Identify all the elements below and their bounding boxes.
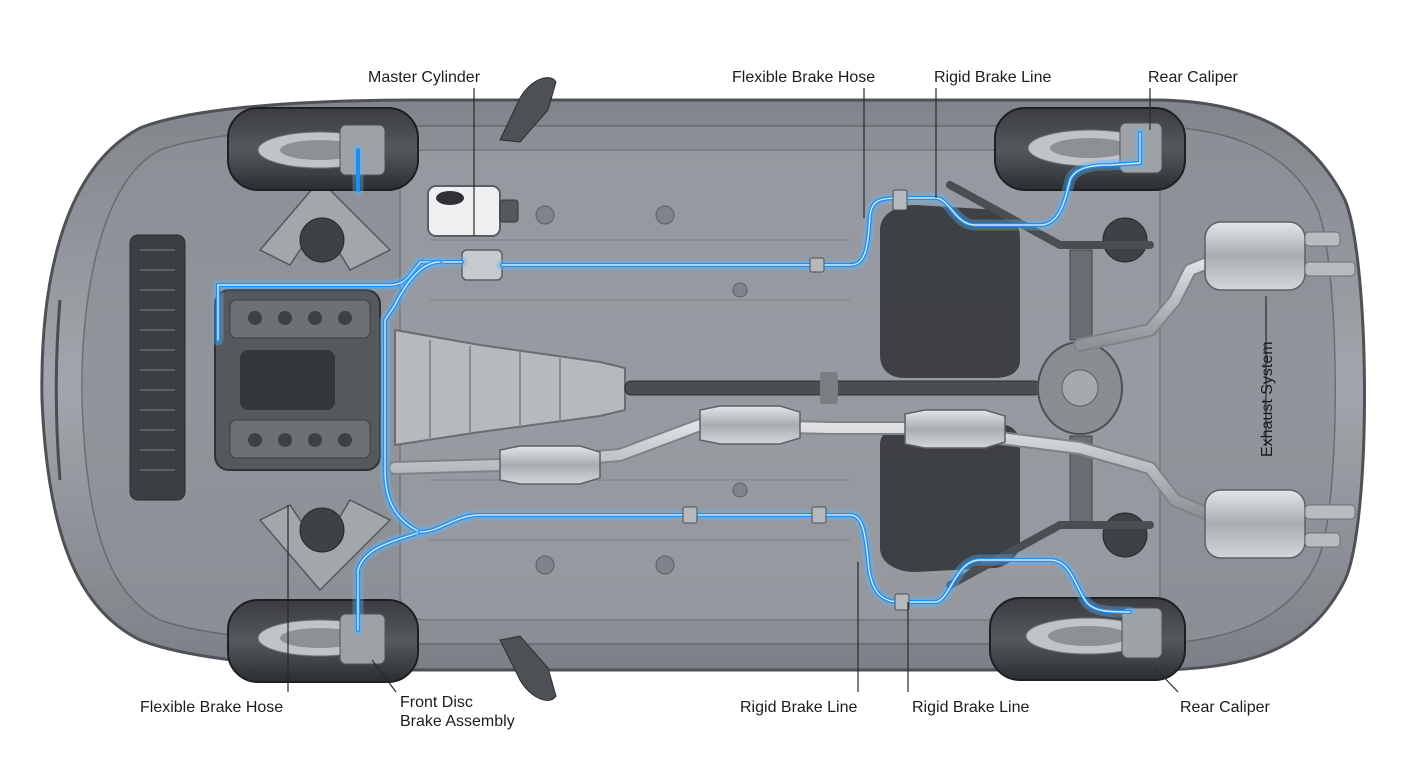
label-flexible-brake-hose-bottom: Flexible Brake Hose: [140, 699, 283, 716]
label-front-disc-line2: Brake Assembly: [400, 713, 515, 730]
rear-right-wheel: [989, 597, 1186, 681]
label-flexible-brake-hose-top: Flexible Brake Hose: [732, 69, 875, 86]
leader-lines: [287, 88, 1267, 693]
label-rigid-brake-line-bottom-2: Rigid Brake Line: [912, 699, 1030, 716]
rear-left-wheel: [994, 107, 1186, 191]
master-cylinder: [427, 185, 519, 281]
brake-lines: [212, 127, 1146, 636]
front-right-wheel: [227, 599, 419, 683]
suspension: [258, 178, 1154, 592]
engine-block: [214, 289, 381, 471]
label-rigid-brake-line-top: Rigid Brake Line: [934, 69, 1052, 86]
label-exhaust-system: Exhaust System: [1259, 341, 1276, 457]
label-master-cylinder: Master Cylinder: [368, 69, 481, 86]
label-rigid-brake-line-bottom-1: Rigid Brake Line: [740, 699, 858, 716]
front-left-wheel: [227, 107, 419, 191]
label-rear-caliper-bottom: Rear Caliper: [1180, 699, 1270, 716]
transmission: [394, 249, 1123, 527]
label-front-disc-line1: Front Disc: [400, 694, 473, 711]
label-rear-caliper-top: Rear Caliper: [1148, 69, 1238, 86]
exhaust-system: [388, 221, 1356, 559]
